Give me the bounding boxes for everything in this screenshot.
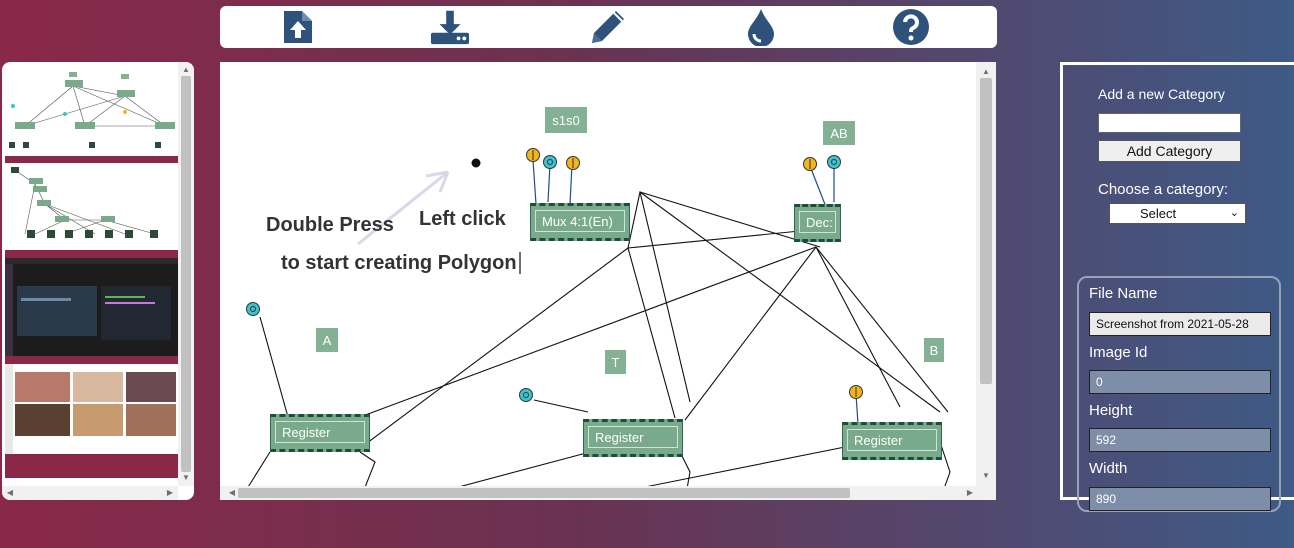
scroll-up-icon[interactable]: ▲ (982, 67, 990, 76)
image-id-field[interactable]: 0 (1089, 370, 1271, 394)
add-category-button[interactable]: Add Category (1098, 140, 1241, 162)
yellow-pin[interactable] (526, 148, 540, 162)
help-icon[interactable] (891, 9, 931, 45)
thumbnail-horizontal-scrollbar[interactable]: ◀ ▶ (2, 486, 178, 500)
decoder-block-label: Dec: (806, 215, 833, 230)
width-field[interactable]: 890 (1089, 487, 1271, 511)
thumbnail-4[interactable] (5, 364, 178, 454)
tag-t[interactable]: T (605, 350, 626, 374)
chevron-down-icon: ⌄ (1229, 207, 1239, 219)
yellow-pin[interactable] (803, 157, 817, 171)
canvas-horizontal-scrollbar[interactable]: ◀ ▶ (220, 486, 996, 500)
register-block-label: Register (854, 433, 903, 448)
hint-left-click: Left click (419, 208, 506, 230)
arrow-icon (357, 170, 450, 246)
download-icon[interactable] (430, 9, 470, 45)
tag-b[interactable]: B (924, 338, 944, 362)
scroll-right-icon[interactable]: ▶ (166, 488, 174, 497)
register-block[interactable]: Register (842, 422, 942, 460)
file-upload-icon[interactable] (278, 9, 318, 45)
mux-block[interactable]: Mux 4:1(En) (530, 203, 630, 241)
mux-block-label: Mux 4:1(En) (542, 214, 613, 229)
wire-layer (239, 148, 951, 500)
width-label: Width (1089, 460, 1128, 477)
scroll-left-icon[interactable]: ◀ (228, 488, 236, 497)
thumbnail-1[interactable] (5, 66, 178, 156)
height-field[interactable]: 592 (1089, 428, 1271, 452)
cyan-pin[interactable] (246, 302, 260, 316)
cyan-pin[interactable] (543, 155, 557, 169)
hint-polygon: to start creating Polygon (281, 252, 517, 274)
scroll-up-icon[interactable]: ▲ (182, 65, 190, 74)
cyan-pin[interactable] (827, 155, 841, 169)
canvas-vertical-scrollbar[interactable]: ▲ ▼ (976, 62, 996, 486)
yellow-pin[interactable] (849, 385, 863, 399)
thumbnail-vertical-scrollbar[interactable]: ▲ ▼ (178, 62, 194, 486)
category-select[interactable]: Select ⌄ (1109, 203, 1246, 224)
image-id-label: Image Id (1089, 344, 1148, 361)
thumbnail-panel: ▲ ▼ ◀ ▶ (2, 62, 194, 500)
add-category-label: Add a new Category (1098, 86, 1225, 102)
drawing-canvas[interactable]: s1s0 AB A T B Mux 4:1(En) Dec: Register … (220, 62, 996, 500)
drop-icon[interactable] (741, 9, 781, 46)
thumbnail-divider (5, 356, 178, 364)
pencil-icon[interactable] (588, 9, 628, 45)
file-name-label: File Name (1089, 285, 1158, 302)
cyan-pin[interactable] (519, 388, 533, 402)
metadata-box: File Name Screenshot from 2021-05-28 Ima… (1077, 276, 1281, 512)
new-category-input[interactable] (1098, 113, 1241, 133)
thumbnail-3[interactable] (5, 258, 178, 356)
register-block[interactable]: Register (270, 414, 370, 452)
thumbnail-divider (5, 454, 178, 478)
yellow-pin[interactable] (566, 156, 580, 170)
register-block[interactable]: Register (583, 419, 683, 457)
choose-category-label: Choose a category: (1098, 181, 1229, 198)
height-label: Height (1089, 402, 1133, 419)
scroll-left-icon[interactable]: ◀ (6, 488, 14, 497)
category-panel: Add a new Category Add Category Choose a… (1060, 62, 1294, 512)
hint-double-press: Double Press (266, 214, 394, 236)
polygon-point (471, 158, 481, 168)
thumbnail-2[interactable] (5, 164, 178, 250)
scroll-down-icon[interactable]: ▼ (982, 471, 990, 480)
scroll-down-icon[interactable]: ▼ (182, 473, 190, 482)
thumbnail-divider (5, 250, 178, 258)
scroll-right-icon[interactable]: ▶ (966, 488, 974, 497)
tag-s1s0[interactable]: s1s0 (545, 107, 587, 133)
toolbar (220, 6, 997, 48)
register-block-label: Register (282, 425, 331, 440)
tag-a[interactable]: A (316, 328, 338, 352)
register-block-label: Register (595, 430, 644, 445)
file-name-field[interactable]: Screenshot from 2021-05-28 (1089, 312, 1271, 336)
thumbnail-divider (5, 156, 178, 163)
tag-ab[interactable]: AB (823, 121, 855, 145)
category-select-value: Select (1140, 206, 1177, 221)
decoder-block[interactable]: Dec: (794, 204, 841, 242)
